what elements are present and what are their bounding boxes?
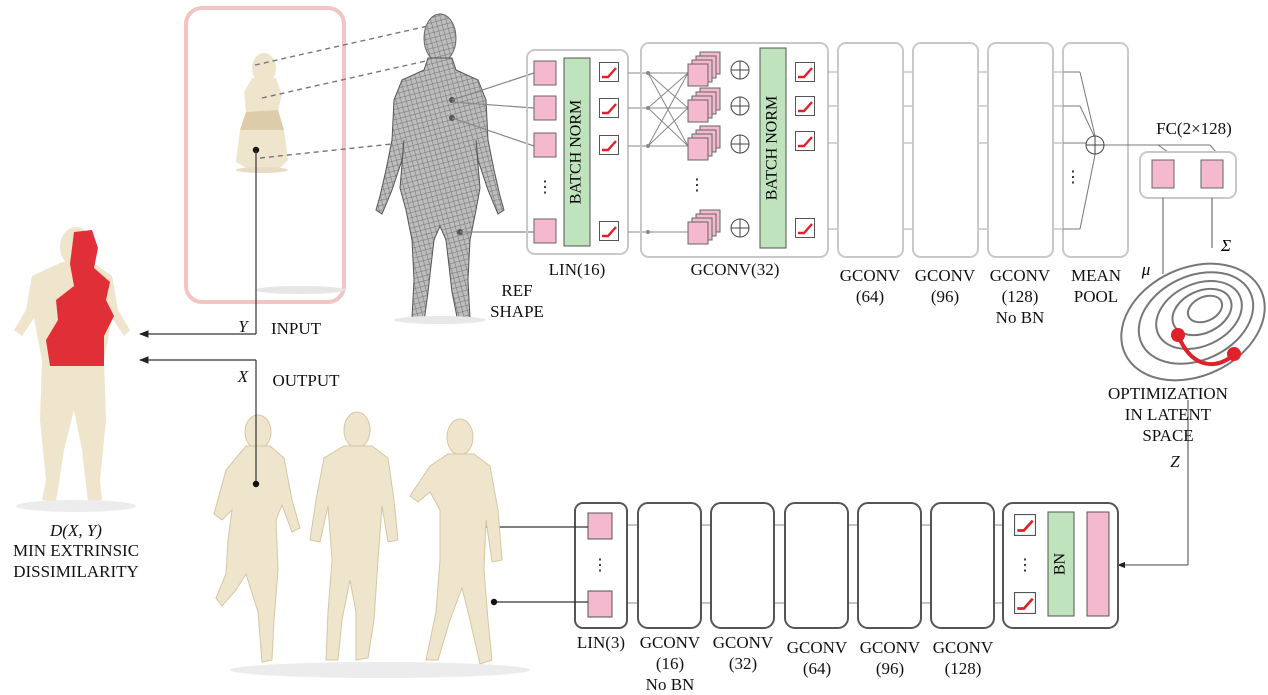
- dec-gconv32-box: [711, 503, 774, 628]
- relu-icon: [1015, 593, 1036, 614]
- output-label: OUTPUT: [266, 370, 346, 391]
- enc-lin-batchnorm-text: BATCH NORM: [568, 100, 585, 204]
- enc-gconv32-stacks: [688, 52, 720, 244]
- svg-text:⋮: ⋮: [592, 557, 608, 574]
- fc-mu-unit: [1152, 160, 1174, 188]
- ref-shape-label: REF SHAPE: [482, 280, 552, 322]
- dec-lin-unit-bottom: [588, 591, 612, 617]
- enc-gconv96-box: [913, 43, 978, 257]
- relu-icon: [600, 222, 619, 241]
- input-partial-shape: [236, 53, 288, 173]
- fc-output-lines: [1163, 198, 1212, 274]
- input-label: INPUT: [266, 318, 326, 339]
- svg-text:⋮: ⋮: [1017, 557, 1033, 574]
- dec-gconv64-box: [785, 503, 848, 628]
- svg-text:⋮: ⋮: [537, 179, 553, 196]
- enc-gconv64-box: [838, 43, 903, 257]
- svg-text:⋮: ⋮: [689, 177, 705, 194]
- enc-gconv64-label: GCONV (64): [830, 265, 910, 307]
- enc-gconv128-box: [988, 43, 1053, 257]
- enc-gconv96-label: GCONV (96): [905, 265, 985, 307]
- dec-gconv32-label: GCONV (32): [703, 632, 783, 674]
- result-shape: [14, 227, 136, 512]
- dec-to-shape-lines: [470, 527, 588, 602]
- y-variable: Y: [236, 316, 250, 337]
- relu-icon: [1015, 515, 1036, 536]
- dec-gconv64-label: GCONV (64): [777, 637, 857, 679]
- x-variable: X: [236, 366, 250, 387]
- enc-gconv32-batchnorm-text: BATCH NORM: [764, 96, 781, 200]
- optimization-label: OPTIMIZATION IN LATENT SPACE: [1108, 383, 1228, 446]
- fc-sigma-unit: [1201, 160, 1223, 188]
- dec-lin-unit-top: [588, 513, 612, 539]
- enc-lin-pink-units: [534, 61, 556, 243]
- dissimilarity-formula: D(X, Y): [26, 520, 126, 541]
- enc-meanpool-label: MEAN POOL: [1056, 265, 1136, 307]
- relu-icon: [796, 219, 815, 238]
- enc-lin-gconv-connections: [628, 73, 688, 232]
- enc-fc-label: FC(2×128): [1146, 118, 1242, 139]
- dec-gconv96-box: [858, 503, 921, 628]
- dec-gconv16-label: GCONV (16) No BN: [630, 632, 710, 695]
- enc-gconv32-label: GCONV(32): [690, 259, 780, 280]
- sigma-label: Σ: [1220, 236, 1231, 255]
- relu-icon: [796, 63, 815, 82]
- ref-shape-mesh: [376, 14, 504, 324]
- relu-icon: [600, 63, 619, 82]
- enc-lin-label: LIN(16): [537, 259, 617, 280]
- relu-icon: [796, 132, 815, 151]
- mu-label: μ: [1141, 260, 1151, 279]
- output-shape-2: [310, 412, 398, 660]
- dec-latent-unit: [1087, 512, 1109, 616]
- output-shape-1: [214, 415, 300, 662]
- dec-gconv128-box: [931, 503, 994, 628]
- enc-gconv32-sum-nodes: [731, 61, 749, 237]
- z-variable: Z: [1166, 451, 1184, 472]
- relu-icon: [796, 97, 815, 116]
- relu-icon: [600, 136, 619, 155]
- meanpool-sum-node: [1086, 136, 1104, 154]
- dec-bn-text: BN: [1052, 552, 1069, 575]
- dec-gconv128-label: GCONV (128): [923, 637, 1003, 679]
- output-shape-3: [410, 419, 502, 664]
- dec-lin-label: LIN(3): [563, 632, 639, 653]
- svg-text:⋮: ⋮: [1065, 169, 1081, 186]
- relu-icon: [600, 99, 619, 118]
- dec-gconv16-box: [638, 503, 701, 628]
- dissimilarity-text: MIN EXTRINSIC DISSIMILARITY: [6, 540, 146, 582]
- enc-gconv128-label: GCONV (128) No BN: [980, 265, 1060, 328]
- dec-gconv96-label: GCONV (96): [850, 637, 930, 679]
